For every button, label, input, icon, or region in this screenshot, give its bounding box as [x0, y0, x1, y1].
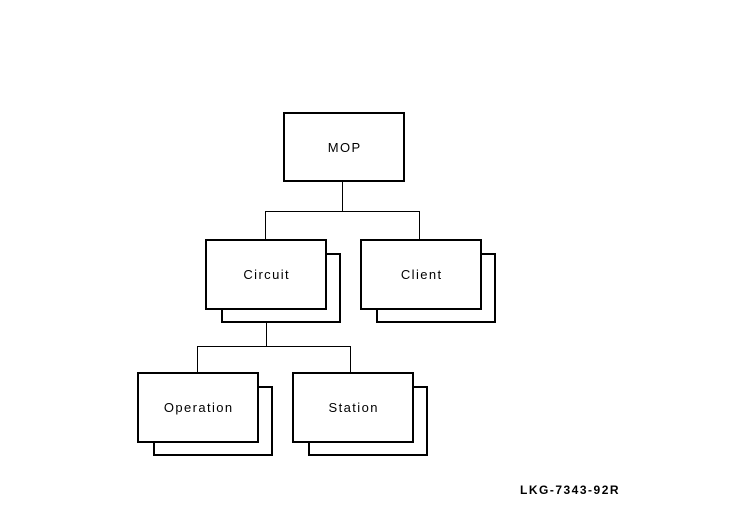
- connector-circuit-drop: [265, 212, 266, 239]
- node-station: Station: [292, 372, 428, 456]
- node-operation-label: Operation: [163, 400, 234, 415]
- connector-mop-children-horizontal: [265, 211, 420, 212]
- node-client: Client: [360, 239, 496, 323]
- node-client-label: Client: [400, 267, 443, 282]
- node-client-box: Client: [360, 239, 482, 310]
- node-operation-box: Operation: [137, 372, 259, 443]
- node-mop-box: MOP: [283, 112, 405, 182]
- connector-client-drop: [419, 212, 420, 239]
- connector-circuit-children-horizontal: [197, 346, 351, 347]
- figure-caption: LKG-7343-92R: [520, 483, 621, 497]
- node-circuit-box: Circuit: [205, 239, 327, 310]
- node-mop: MOP: [283, 112, 405, 182]
- node-operation: Operation: [137, 372, 273, 456]
- node-circuit-label: Circuit: [243, 267, 291, 282]
- connector-circuit-stem: [266, 323, 267, 346]
- node-station-box: Station: [292, 372, 414, 443]
- node-mop-label: MOP: [327, 139, 362, 155]
- node-station-label: Station: [328, 400, 379, 415]
- node-circuit: Circuit: [205, 239, 341, 323]
- connector-mop-stem: [342, 182, 343, 211]
- connector-operation-drop: [197, 347, 198, 372]
- connector-station-drop: [350, 347, 351, 372]
